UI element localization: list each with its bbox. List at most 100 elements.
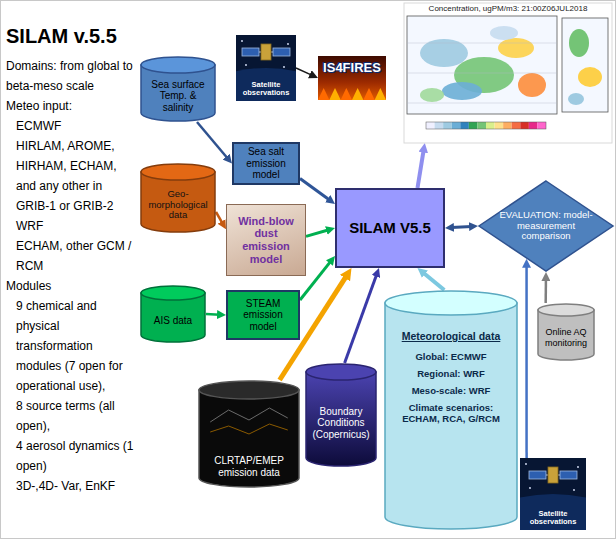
cylinder-body xyxy=(306,372,376,466)
node-text-group: EVALUATION: model-measurement comparison xyxy=(498,210,594,243)
colorbar-cell xyxy=(537,122,546,129)
node-text: STEAM emission model xyxy=(231,298,295,333)
satellite-body xyxy=(548,467,558,483)
cyl-picture xyxy=(140,285,206,343)
image-ground xyxy=(318,56,386,100)
colorbar-cell xyxy=(443,122,452,129)
cylinder-top xyxy=(141,286,205,300)
cylinder-body xyxy=(538,310,594,360)
node-text: Regional: WRF xyxy=(417,369,485,380)
data-cylinder: Sea surface Temp. & salinity xyxy=(140,56,216,122)
node-text-group: AIS data xyxy=(143,315,203,327)
node-text: Satellite observations xyxy=(238,81,294,98)
process-box: Sea salt emission model xyxy=(232,142,300,185)
cylinder-body xyxy=(141,172,215,232)
node-text-group: Satellite observations xyxy=(522,510,584,527)
spec-item: Domains: from global to beta-meso scale xyxy=(6,56,138,96)
node-text: Geo-morphological data xyxy=(143,189,213,222)
node-text-group: Geo-morphological data xyxy=(143,189,213,222)
data-cylinder: Boundary Conditions (Copernicus) xyxy=(305,363,377,467)
spec-column: SILAM v.5.5Domains: from global to beta-… xyxy=(6,24,138,496)
colorbar-cell xyxy=(452,122,461,129)
flow-arrow xyxy=(206,313,220,316)
flow-arrow xyxy=(296,68,312,75)
concentration-patch xyxy=(490,26,518,40)
process-box: Wind-blow dust emission model xyxy=(226,204,306,276)
node-text-group: CLRTAP/EMEP emission data xyxy=(202,455,296,478)
node-text: AIS data xyxy=(154,315,192,327)
star-dot xyxy=(287,43,289,45)
satellite-image: Satellite observations xyxy=(520,458,586,530)
flame-shape xyxy=(363,88,374,100)
flame-shape xyxy=(352,88,363,100)
satellite-body xyxy=(261,44,271,60)
satellite-symbol xyxy=(242,44,290,60)
concentration-patch xyxy=(568,93,584,105)
satellite-image: Satellite observations xyxy=(236,35,296,101)
diagram-title: SILAM v.5.5 xyxy=(6,24,138,48)
colorbar-cell xyxy=(520,122,529,129)
flame-shape xyxy=(329,88,340,100)
data-cylinder: CLRTAP/EMEP emission data xyxy=(198,380,300,488)
colorbar-frame xyxy=(426,122,546,129)
colorbar-cell xyxy=(477,122,486,129)
node-text: Boundary Conditions (Copernicus) xyxy=(308,406,374,441)
flow-arrow xyxy=(197,122,228,159)
cylinder-top xyxy=(199,381,299,399)
flow-arrow xyxy=(525,265,528,458)
node-text-group: Sea salt emission model xyxy=(237,146,295,181)
fire-image-box: IS4FIRES xyxy=(318,56,386,100)
map-panel xyxy=(407,16,557,114)
colorbar-cell xyxy=(469,122,478,129)
node-text: Online AQ monitoring xyxy=(540,327,592,348)
concentration-patch xyxy=(569,29,589,57)
decision-diamond: EVALUATION: model-measurement comparison xyxy=(478,180,614,272)
spec-item: ECMWF xyxy=(6,116,138,136)
chart-trace xyxy=(210,408,288,422)
colorbar-cell xyxy=(435,122,444,129)
node-text: Satellite observations xyxy=(522,510,584,527)
node-text: Sea salt emission model xyxy=(237,146,295,181)
colorbar-cell xyxy=(486,122,495,129)
node-text-group: IS4FIRES xyxy=(320,61,384,76)
concentration-patch xyxy=(578,67,602,87)
star-dot xyxy=(283,66,285,68)
node-text-group: Boundary Conditions (Copernicus) xyxy=(308,406,374,441)
flow-arrow xyxy=(451,226,471,227)
spec-item: HIRLAM, AROME, HIRHAM, ECHAM, and any ot… xyxy=(6,136,138,216)
flow-arrow xyxy=(418,150,424,188)
diamond-outline xyxy=(479,181,613,271)
image-ground xyxy=(404,3,612,143)
node-text: Meteorological data xyxy=(402,330,501,342)
colorbar-cell xyxy=(529,122,538,129)
star-dot xyxy=(577,466,579,468)
model-box: SILAM V5.5 xyxy=(335,188,445,268)
flow-arrow xyxy=(306,230,329,237)
node-text-group: Online AQ monitoring xyxy=(540,327,592,348)
colorbar-cell xyxy=(512,122,521,129)
node-text: Concentration, ugPM/m3: 21:00Z06JUL2018 xyxy=(429,4,588,13)
node-text-group: STEAM emission model xyxy=(231,298,295,333)
flame-shape xyxy=(341,88,352,100)
flow-arrow xyxy=(345,274,377,363)
solar-panel xyxy=(273,48,290,56)
image-ground xyxy=(520,458,586,530)
cylinder-top xyxy=(306,364,376,380)
map-picture xyxy=(404,3,612,143)
map-grid xyxy=(407,73,557,74)
cylinder-top xyxy=(385,291,517,315)
node-text-group: Concentration, ugPM/m3: 21:00Z06JUL2018 xyxy=(406,4,610,13)
data-cylinder: Online AQ monitoring xyxy=(537,303,595,361)
cylinder-body xyxy=(199,390,299,487)
earth-limb xyxy=(520,494,586,530)
earth-limb xyxy=(236,68,296,101)
spec-item: Meteo input: xyxy=(6,96,138,116)
node-text: EVALUATION: model-measurement comparison xyxy=(498,210,594,243)
node-text-group: Satellite observations xyxy=(238,81,294,98)
concentration-patch xyxy=(420,88,444,102)
spec-item: 4 aerosol dynamics (1 open) xyxy=(6,436,138,476)
spec-item: 3D-,4D- Var, EnKF xyxy=(6,476,138,496)
map-grid xyxy=(407,43,557,44)
